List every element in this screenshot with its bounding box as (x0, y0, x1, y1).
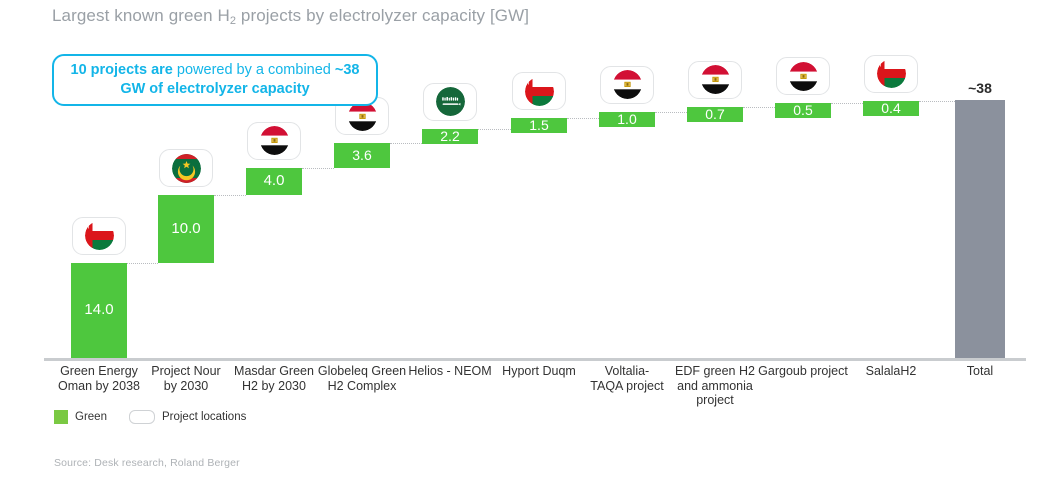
bar-segment (334, 143, 390, 168)
x-axis-label-line: H2 by 2030 (242, 378, 306, 393)
flag-bubble-mauritania (159, 149, 213, 188)
bar-value-label: 4.0 (263, 172, 285, 190)
callout-normal-1: powered by a combined (172, 62, 335, 78)
connector-line (831, 103, 863, 105)
source-note: Source: Desk research, Roland Berger (54, 457, 240, 469)
flag-icon-egypt (259, 126, 289, 156)
x-axis-label-line: Masdar Green (234, 364, 314, 378)
bar-segment (599, 111, 655, 127)
flag-icon-oman (876, 59, 906, 89)
x-axis-label-line: Oman by 2038 (58, 378, 140, 393)
x-axis-label-line: SalalaH2 (865, 364, 917, 378)
connector-line-total (919, 100, 955, 102)
bar-total-label: ~38 (968, 80, 992, 96)
x-axis-label: Voltalia-TAQA project (579, 364, 675, 393)
bar-total (955, 100, 1005, 358)
x-axis-label: SalalaH2 (843, 364, 939, 379)
bar-segment (863, 100, 919, 116)
bar-segment (246, 167, 302, 196)
x-axis-label-line: Green Energy (60, 364, 138, 378)
page-title: Largest known green H2 projects by elect… (52, 6, 530, 27)
x-axis-label-line: Gargoub project (758, 364, 848, 378)
bar-segment (422, 128, 478, 144)
legend-label-project-locations: Project locations (161, 411, 247, 423)
title-prefix: Largest known green H (52, 6, 230, 25)
legend: Green Project locations (54, 410, 260, 424)
x-axis-label-line: and ammonia (677, 378, 753, 393)
callout-text: 10 projects are powered by a combined ~3… (54, 61, 376, 99)
bar-value-label: 3.6 (352, 147, 372, 164)
x-axis-label-line: Globeleq Green (317, 364, 407, 378)
x-axis-label-line: Helios - NEOM (408, 364, 492, 378)
flag-bubble-oman (72, 216, 126, 255)
flag-bubble-egypt (247, 121, 301, 160)
legend-item-project-locations: Project locations (128, 410, 247, 424)
connector-line (214, 195, 246, 197)
x-axis-label: Helios - NEOM (402, 364, 498, 379)
flag-bubble-egypt (688, 60, 742, 99)
bar-segment (71, 262, 127, 358)
legend-label-green: Green (75, 411, 107, 423)
x-axis-label: Hyport Duqm (491, 364, 587, 379)
x-axis-line (44, 358, 1026, 361)
flag-icon-oman (84, 221, 114, 251)
legend-swatch-green (54, 410, 68, 424)
x-axis-label-line: H2 Complex (327, 378, 397, 393)
x-axis-label-line: by 2030 (163, 378, 209, 393)
flag-icon-egypt (347, 101, 377, 131)
connector-line (127, 262, 158, 264)
bar-segment (158, 195, 214, 263)
title-subscript: 2 (229, 15, 237, 27)
connector-line (390, 143, 422, 145)
flag-bubble-oman (864, 54, 918, 93)
bar-segment (775, 103, 831, 119)
flag-icon-oman (524, 76, 554, 106)
bar-segment (687, 106, 743, 122)
bar-value-label: 2.2 (440, 127, 460, 144)
x-axis-label-line: Project Nour (151, 364, 221, 378)
callout-bold-1: 10 projects are (70, 62, 173, 78)
connector-line (655, 111, 687, 113)
connector-line (302, 167, 334, 169)
flag-bubble-egypt (600, 65, 654, 104)
bar-value-label: 1.5 (529, 117, 549, 134)
x-axis-label: Total (932, 364, 1028, 379)
connector-line (478, 128, 511, 130)
bar-value-label: 0.5 (793, 102, 813, 119)
x-axis-label-line: Hyport Duqm (502, 364, 576, 378)
bar-segment (511, 118, 567, 134)
flag-bubble-egypt (776, 57, 830, 96)
flag-bubble-oman (512, 72, 566, 111)
flag-icon-egypt (700, 65, 730, 95)
callout-bold-2: ~38 GW of electrolyzer capacity (120, 62, 360, 97)
x-axis-label-line: EDF green H2 (675, 364, 755, 378)
title-suffix: projects by electrolyzer capacity [GW] (236, 6, 530, 25)
x-axis-label: Gargoub project (755, 364, 851, 379)
x-axis-label-line: Voltalia- (604, 364, 650, 378)
flag-icon-mauritania (171, 153, 201, 183)
legend-item-green: Green (54, 410, 107, 424)
bar-value-label: 1.0 (617, 110, 637, 127)
legend-swatch-bubble (128, 410, 155, 424)
bar-value-label: 14.0 (84, 301, 114, 319)
x-axis-label-line: TAQA project (590, 378, 664, 393)
connector-line (567, 118, 599, 120)
x-axis-label-line: project (696, 393, 734, 407)
connector-line (743, 106, 775, 108)
flag-icon-egypt (788, 61, 818, 91)
bar-value-label: 0.4 (881, 99, 901, 116)
bar-value-label: 10.0 (171, 220, 201, 237)
bar-value-label: 0.7 (705, 105, 725, 122)
callout-box: 10 projects are powered by a combined ~3… (52, 54, 378, 106)
flag-icon-saudi-arabia (435, 87, 465, 117)
flag-bubble-saudi-arabia (423, 82, 477, 121)
x-axis-label-line: Total (966, 364, 994, 378)
flag-icon-egypt (612, 70, 642, 100)
